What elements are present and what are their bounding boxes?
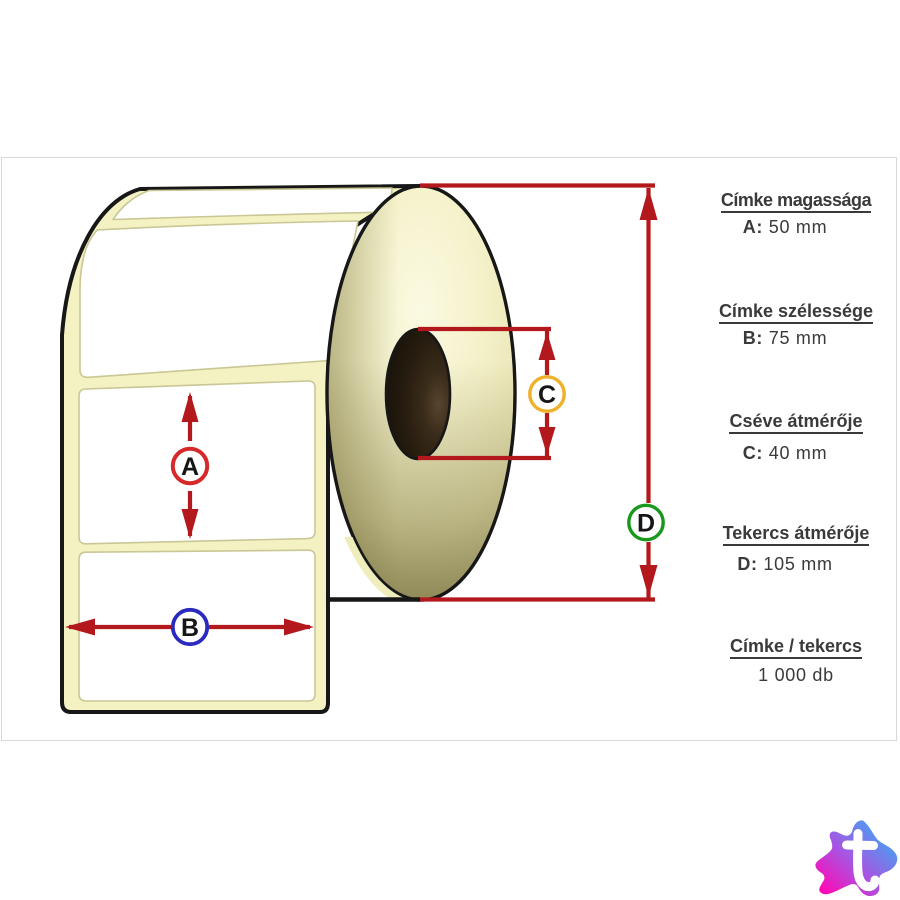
svg-text:C: C	[538, 381, 556, 409]
svg-text:B: B	[181, 614, 199, 642]
svg-text:A: A	[181, 453, 199, 481]
svg-text:D: D	[637, 510, 655, 538]
